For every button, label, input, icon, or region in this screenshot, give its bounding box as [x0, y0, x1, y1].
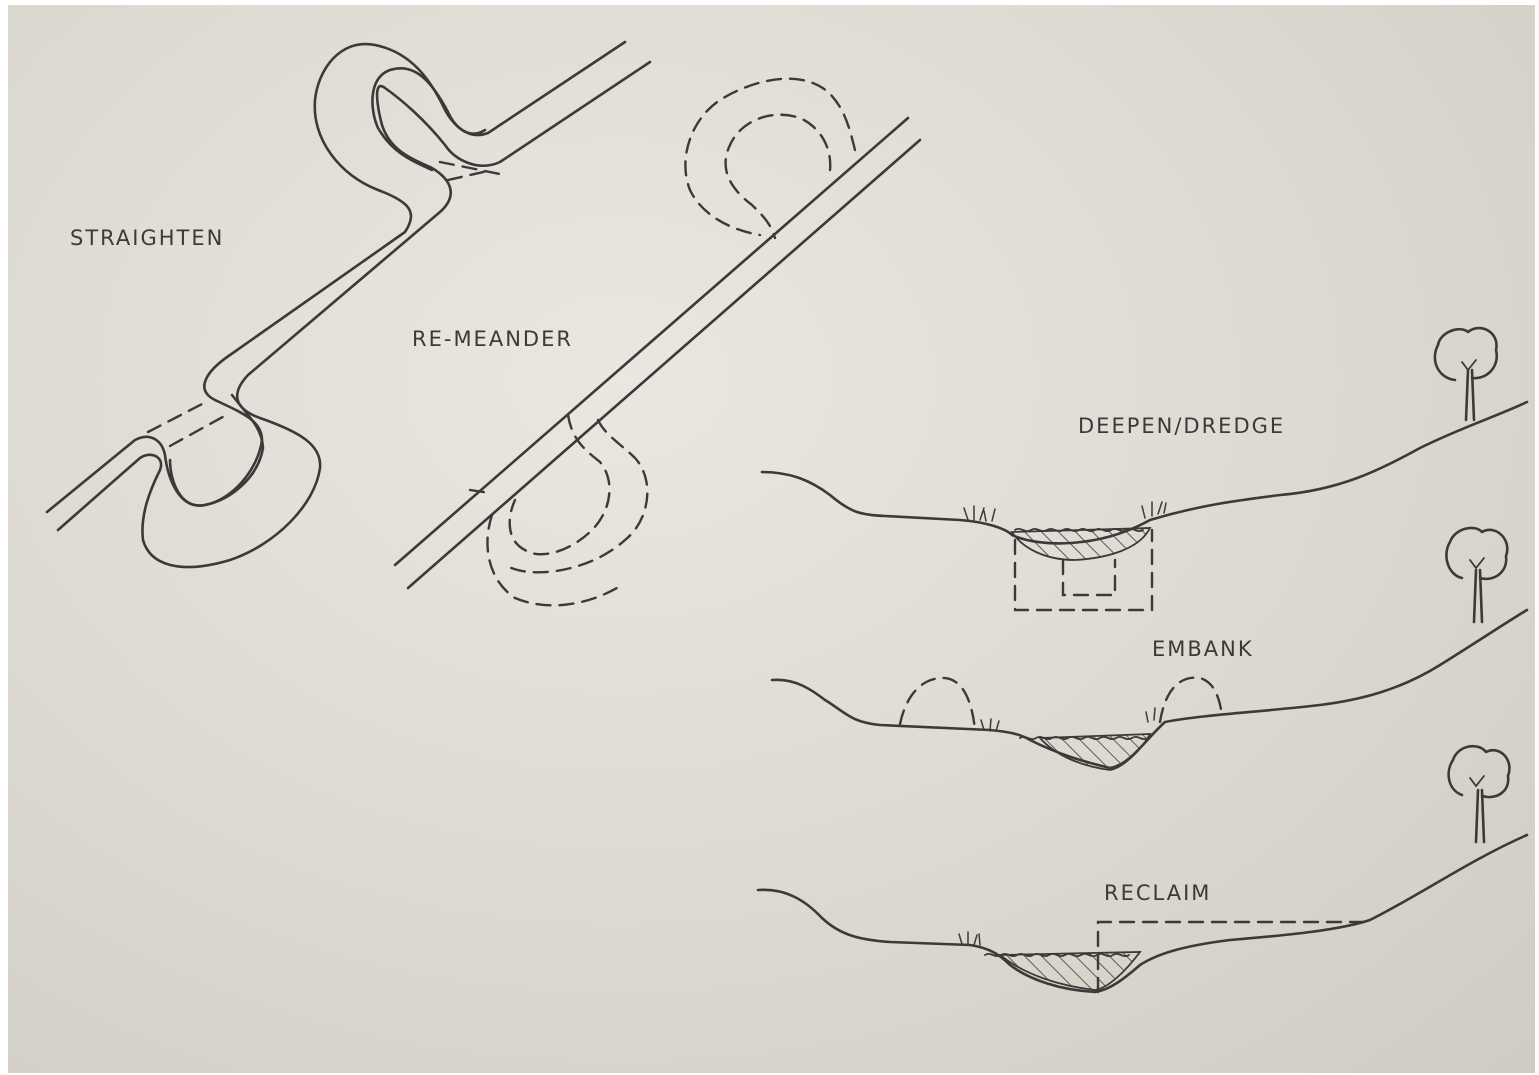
label-reclaim: RECLAIM — [1104, 881, 1211, 905]
label-remeander: RE-MEANDER — [412, 327, 573, 351]
embank-section — [772, 528, 1527, 770]
label-embank: EMBANK — [1152, 637, 1254, 661]
label-straighten: STRAIGHTEN — [70, 226, 224, 250]
label-deepen-dredge: DEEPEN/DREDGE — [1078, 414, 1285, 438]
reclaim-section — [758, 746, 1527, 992]
straighten-meander-river — [47, 42, 650, 567]
deepen-dredge-section — [762, 328, 1527, 610]
